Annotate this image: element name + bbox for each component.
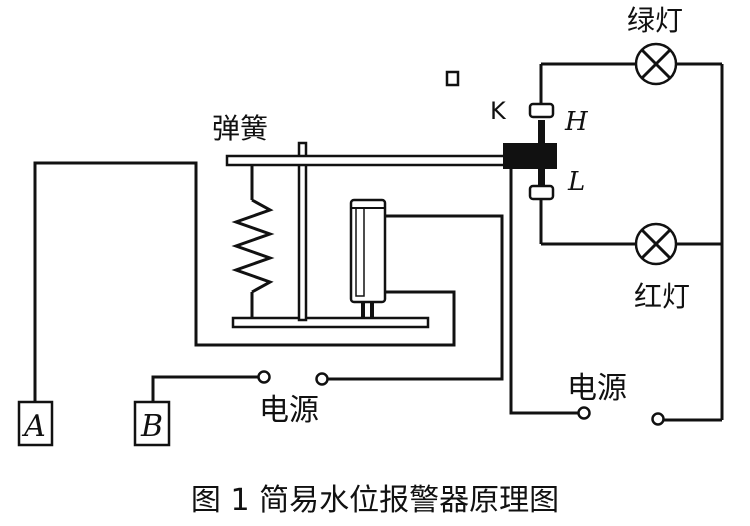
red-lamp-symbol <box>634 222 678 266</box>
figure-caption: 图 1 简易水位报警器原理图 <box>191 483 559 518</box>
left-circuit-wires <box>33 161 504 402</box>
lever-arm <box>225 154 507 167</box>
contact-h-cap <box>528 102 555 119</box>
left-power-label: 电源 <box>259 393 319 428</box>
pivot-post <box>297 141 308 322</box>
contact-l-label: L <box>567 167 585 197</box>
green-lamp-symbol <box>634 42 678 86</box>
contact-l-cap <box>528 184 555 201</box>
spring <box>231 165 275 318</box>
probe-a-box <box>17 400 54 447</box>
right-power-terminal-2 <box>651 412 665 426</box>
left-power-terminal-1 <box>257 370 271 384</box>
right-power-terminal-1 <box>577 406 591 420</box>
contact-h-label: H <box>564 107 589 137</box>
probe-b-box <box>133 400 171 447</box>
red-lamp-label: 红灯 <box>634 280 690 313</box>
contact-k-label: K <box>490 97 507 125</box>
probe-a-label: A <box>21 409 46 444</box>
base-plate <box>231 316 430 329</box>
contact-h-stem <box>538 120 545 144</box>
lamp-circuit-wires <box>509 62 724 422</box>
spring-label: 弹簧 <box>212 112 268 145</box>
contact-l-stem <box>538 168 545 188</box>
probe-b-label: B <box>140 409 163 444</box>
left-power-terminal-2 <box>315 372 329 386</box>
right-power-label: 电源 <box>567 371 627 406</box>
electromagnet <box>349 198 387 318</box>
green-lamp-label: 绿灯 <box>627 4 683 37</box>
small-square-marker <box>445 70 460 87</box>
